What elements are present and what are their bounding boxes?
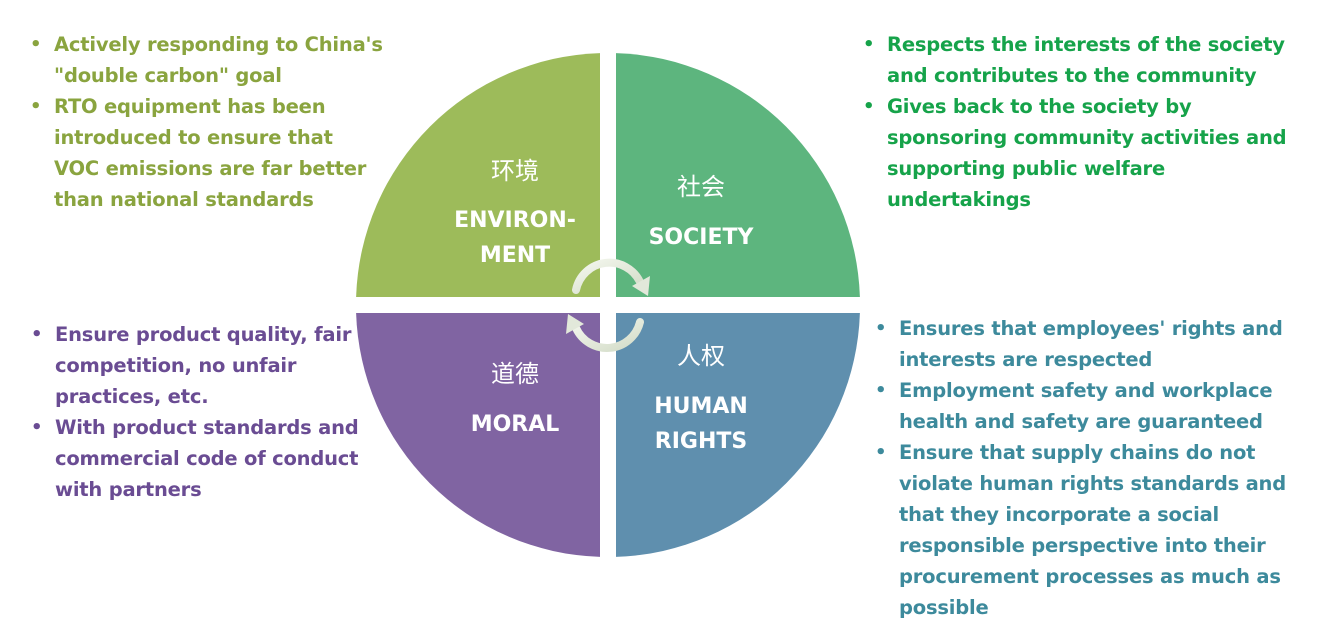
point-text: than national standards bbox=[54, 188, 314, 211]
environment-label-line2: MENT bbox=[480, 243, 550, 268]
society-quadrant bbox=[616, 53, 860, 297]
point-text: Respects the interests of the society bbox=[887, 33, 1285, 56]
point-text: Actively responding to China's bbox=[54, 33, 383, 56]
point-text: Ensure that supply chains do not bbox=[899, 441, 1256, 464]
point-text: practices, etc. bbox=[55, 385, 209, 408]
list-item: • Ensures that employees' rights and int… bbox=[873, 313, 1293, 375]
point-text: that they incorporate a social bbox=[899, 503, 1220, 526]
moral-quadrant bbox=[356, 313, 600, 557]
bullet-icon: • bbox=[875, 380, 887, 401]
environment-cn-label: 环境 bbox=[491, 157, 539, 185]
point-text: With product standards and bbox=[55, 416, 359, 439]
point-text: procurement processes as much as bbox=[899, 565, 1281, 588]
human-rights-quadrant bbox=[616, 313, 860, 557]
point-text: commercial code of conduct bbox=[55, 447, 359, 470]
environment-label-line1: ENVIRON- bbox=[454, 208, 576, 233]
point-text: RTO equipment has been bbox=[54, 95, 326, 118]
point-text: health and safety are guaranteed bbox=[899, 410, 1263, 433]
circular-arrows-icon bbox=[566, 258, 650, 352]
bullet-icon: • bbox=[863, 96, 875, 117]
society-points: • Respects the interests of the society … bbox=[861, 29, 1301, 215]
point-text: and contributes to the community bbox=[887, 64, 1257, 87]
bullet-icon: • bbox=[30, 34, 42, 55]
bullet-icon: • bbox=[31, 417, 43, 438]
point-text: sponsoring community activities and bbox=[887, 126, 1287, 149]
list-item: • Actively responding to China's "double… bbox=[28, 29, 388, 91]
moral-points: • Ensure product quality, fair competiti… bbox=[29, 319, 379, 505]
society-cn-label: 社会 bbox=[677, 173, 725, 201]
list-item: • RTO equipment has been introduced to e… bbox=[28, 91, 388, 215]
point-text: interests are respected bbox=[899, 348, 1153, 371]
point-text: responsible perspective into their bbox=[899, 534, 1266, 557]
point-text: VOC emissions are far better bbox=[54, 157, 367, 180]
list-item: • Ensure product quality, fair competiti… bbox=[29, 319, 379, 412]
point-text: possible bbox=[899, 596, 989, 619]
point-text: Ensures that employees' rights and bbox=[899, 317, 1283, 340]
list-item: • Employment safety and workplace health… bbox=[873, 375, 1293, 437]
point-text: supporting public welfare bbox=[887, 157, 1165, 180]
point-text: Gives back to the society by bbox=[887, 95, 1192, 118]
point-text: violate human rights standards and bbox=[899, 472, 1286, 495]
list-item: • Respects the interests of the society … bbox=[861, 29, 1301, 91]
bullet-icon: • bbox=[863, 34, 875, 55]
environment-points: • Actively responding to China's "double… bbox=[28, 29, 388, 215]
society-label: SOCIETY bbox=[649, 225, 755, 250]
bullet-icon: • bbox=[875, 318, 887, 339]
point-text: introduced to ensure that bbox=[54, 126, 333, 149]
environment-quadrant bbox=[356, 53, 600, 297]
human-rights-points: • Ensures that employees' rights and int… bbox=[873, 313, 1293, 623]
bullet-icon: • bbox=[31, 324, 43, 345]
point-text: Employment safety and workplace bbox=[899, 379, 1273, 402]
bullet-icon: • bbox=[30, 96, 42, 117]
human-rights-label-line1: HUMAN bbox=[654, 394, 748, 419]
human-rights-cn-label: 人权 bbox=[677, 342, 725, 370]
list-item: • Ensure that supply chains do not viola… bbox=[873, 437, 1293, 623]
point-text: "double carbon" goal bbox=[54, 64, 282, 87]
point-text: with partners bbox=[55, 478, 202, 501]
point-text: Ensure product quality, fair bbox=[55, 323, 352, 346]
moral-label: MORAL bbox=[471, 412, 560, 437]
moral-cn-label: 道德 bbox=[491, 360, 539, 388]
human-rights-label-line2: RIGHTS bbox=[655, 429, 747, 454]
point-text: undertakings bbox=[887, 188, 1031, 211]
list-item: • With product standards and commercial … bbox=[29, 412, 379, 505]
point-text: competition, no unfair bbox=[55, 354, 297, 377]
bullet-icon: • bbox=[875, 442, 887, 463]
list-item: • Gives back to the society by sponsorin… bbox=[861, 91, 1301, 215]
